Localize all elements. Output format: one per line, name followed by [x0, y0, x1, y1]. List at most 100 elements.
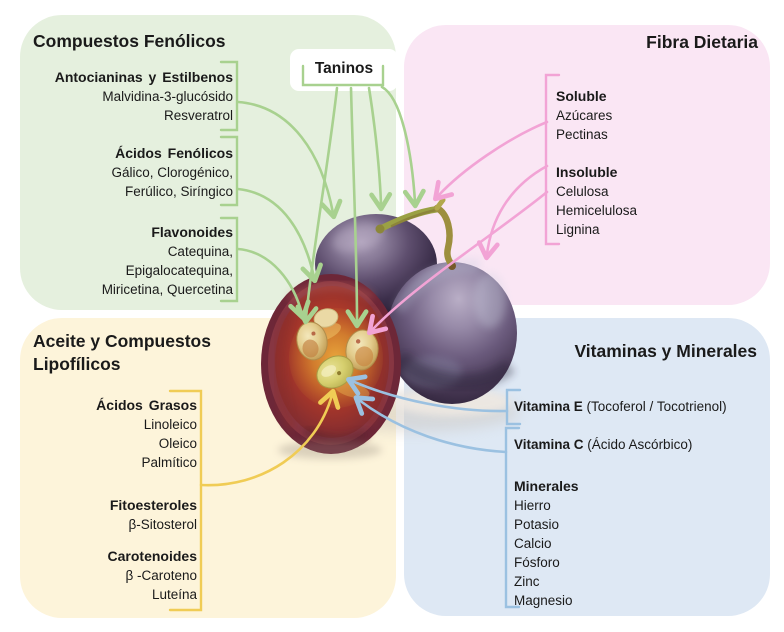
aceite-list: Ácidos Grasos Linoleico Oleico Palmítico…	[30, 396, 197, 604]
list-item: Lignina	[556, 222, 600, 237]
bracket-vitamina-c-minerales	[504, 426, 521, 609]
list-item: Catequina,	[167, 244, 233, 259]
title-fibra-dietaria: Fibra Dietaria	[646, 32, 758, 52]
bracket-fibra	[544, 73, 561, 246]
bracket-aceite	[168, 389, 203, 612]
grape-right-bloom3	[474, 272, 506, 328]
list-item: Malvidina-3-glucósido	[102, 89, 233, 104]
taninos-label: Taninos	[314, 60, 374, 77]
list-item: Fósforo	[514, 555, 560, 570]
list-item: Hierro	[514, 498, 551, 513]
arrow-taninos-1	[295, 86, 339, 325]
bracket-antocianinas	[219, 60, 239, 132]
arrow-vitamina-c	[353, 395, 508, 454]
section-heading: Insoluble	[556, 164, 618, 180]
arrow-taninos-3	[367, 86, 393, 212]
list-item: Celulosa	[556, 184, 609, 199]
title-aceite-lipofilicos: Aceite y Compuestos Lipofílicos	[33, 330, 211, 376]
section-antocianinas: Antocianinas y Estilbenos Malvidina-3-gl…	[30, 68, 233, 125]
arrow-antocianinas	[236, 100, 343, 220]
arrow-taninos-2	[345, 86, 369, 329]
stem-right	[433, 204, 456, 269]
list-item: Ferúlico, Siríngico	[124, 184, 233, 199]
list-item: Oleico	[158, 436, 197, 451]
bracket-taninos	[301, 64, 385, 87]
section-soluble: Soluble Azúcares Pectinas	[556, 87, 637, 144]
minerales-list: Minerales Hierro Potasio Calcio Fósforo …	[514, 477, 579, 610]
section-fitoesteroles: Fitoesteroles β-Sitosterol	[30, 496, 197, 534]
vitamina-e-detail: (Tocoferol / Tocotrienol)	[582, 399, 727, 414]
green-arrows	[236, 85, 426, 329]
arrow-fibra-1	[433, 120, 549, 202]
bracket-acidos-fenolicos	[219, 135, 239, 207]
vitamina-e-line: Vitamina E (Tocoferol / Tocotrienol)	[514, 397, 727, 416]
vitamina-c-detail: (Ácido Ascórbico)	[583, 437, 693, 452]
list-item: Resveratrol	[163, 108, 233, 123]
section-acidos-fenolicos: Ácidos Fenólicos Gálico, Clorogénico, Fe…	[30, 144, 233, 201]
arrow-fibra-2	[476, 164, 549, 261]
section-heading: Antocianinas y Estilbenos	[54, 69, 233, 85]
arrow-taninos-4	[380, 85, 426, 209]
section-heading: Ácidos Grasos	[96, 397, 197, 413]
arrow-fibra-3	[366, 190, 549, 336]
section-heading: Carotenoides	[107, 548, 197, 564]
list-item: Calcio	[514, 536, 552, 551]
arrow-vitamina-e	[346, 374, 509, 413]
yellow-bracket	[168, 389, 203, 612]
section-heading: Flavonoides	[151, 224, 233, 240]
list-item: Gálico, Clorogénico,	[111, 165, 233, 180]
vitamina-e-label: Vitamina E	[514, 399, 583, 414]
section-heading: Minerales	[514, 478, 579, 494]
yellow-arrow	[199, 388, 341, 487]
list-item: Miricetina, Quercetina	[101, 282, 233, 297]
title-line: Lipofílicos	[33, 354, 121, 374]
section-heading: Fitoesteroles	[109, 497, 197, 513]
green-brackets	[219, 60, 385, 303]
bracket-vitamina-e	[505, 388, 522, 426]
section-carotenoides: Carotenoides β -Caroteno Luteína	[30, 547, 197, 604]
pink-arrows	[366, 120, 549, 336]
list-item: Linoleico	[143, 417, 197, 432]
seed-right	[345, 329, 379, 371]
seed-left	[296, 321, 328, 361]
stem-left-shade	[390, 208, 438, 228]
blue-arrows	[346, 374, 509, 454]
list-item: Hemicelulosa	[556, 203, 638, 218]
grape-right-dark-band	[394, 351, 516, 390]
grape-back-highlight	[332, 223, 384, 253]
vitamina-c-label: Vitamina C	[514, 437, 584, 452]
flesh-streak-left	[274, 313, 297, 430]
arrow-flavonoides	[236, 247, 311, 321]
pink-bracket	[544, 73, 561, 246]
list-item: β-Sitosterol	[128, 517, 197, 532]
section-acidos-grasos: Ácidos Grasos Linoleico Oleico Palmítico	[30, 396, 197, 472]
arrow-aceite	[199, 388, 341, 487]
flesh-shade-bottom	[302, 425, 370, 446]
section-heading: Ácidos Fenólicos	[115, 145, 233, 161]
arrow-acidos-fenolicos	[236, 187, 323, 284]
panel-fibra-dietaria	[404, 25, 770, 305]
list-item: Pectinas	[556, 127, 608, 142]
section-heading: Soluble	[556, 88, 607, 104]
list-item: Luteína	[151, 587, 197, 602]
section-insoluble: Insoluble Celulosa Hemicelulosa Lignina	[556, 163, 637, 239]
title-line: Aceite y Compuestos	[33, 331, 211, 351]
list-item: Magnesio	[514, 593, 573, 608]
list-item: Palmítico	[141, 455, 197, 470]
section-flavonoides: Flavonoides Catequina, Epigalocatequina,…	[30, 223, 233, 299]
title-vitaminas-minerales: Vitaminas y Minerales	[574, 341, 757, 361]
seed-bottom	[316, 355, 354, 389]
list-item: Potasio	[514, 517, 560, 532]
stem-left-knob	[375, 224, 385, 234]
stem-right-tip	[434, 197, 446, 211]
bracket-flavonoides	[219, 216, 239, 303]
fibra-list: Soluble Azúcares Pectinas Insoluble Celu…	[556, 87, 637, 239]
vitamina-c-line: Vitamina C (Ácido Ascórbico)	[514, 435, 692, 454]
blue-brackets	[504, 388, 522, 609]
list-item: Azúcares	[556, 108, 613, 123]
fenolicos-list: Antocianinas y Estilbenos Malvidina-3-gl…	[30, 68, 233, 299]
list-item: Epigalocatequina,	[125, 263, 233, 278]
title-compuestos-fenolicos: Compuestos Fenólicos	[33, 31, 226, 51]
list-item: Zinc	[514, 574, 540, 589]
